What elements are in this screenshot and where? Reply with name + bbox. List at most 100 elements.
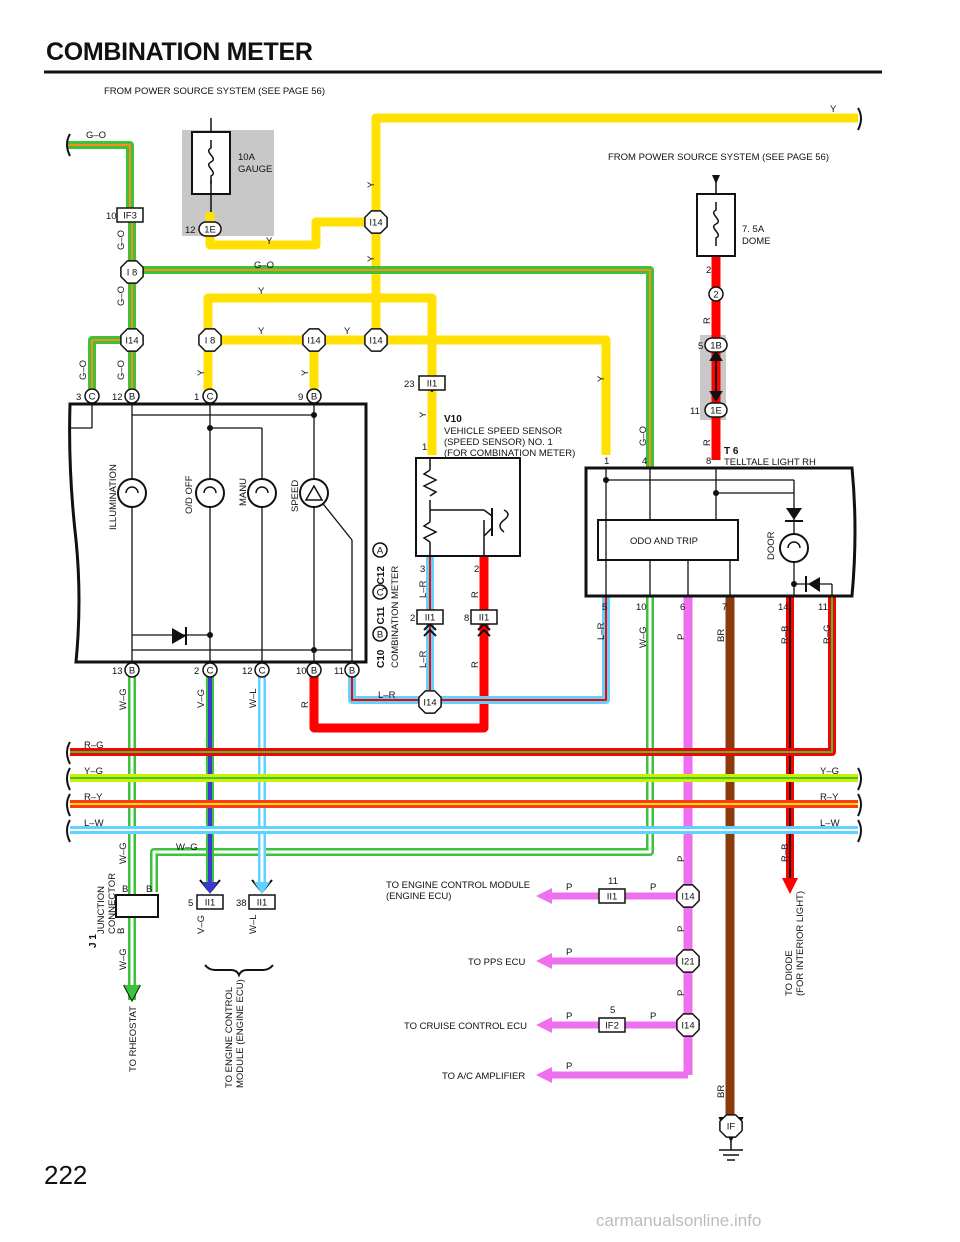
wire-color-label: Y (418, 411, 429, 418)
wire-color-label: V–G (196, 689, 207, 708)
sensor-line-1: VEHICLE SPEED SENSOR (444, 426, 562, 437)
sensor-line-3: (FOR COMBINATION METER) (444, 448, 575, 459)
wire-color-label: P (676, 634, 687, 640)
meter-connector-letter-0: B (377, 630, 383, 641)
wire-color-label: L–R (418, 580, 429, 598)
wire-color-label: W–G (638, 626, 649, 648)
connector-ii1-23-label: II1 (427, 379, 438, 390)
wire-g-o (68, 141, 654, 470)
wire-color-label: Y (258, 326, 265, 337)
connector-i14-left: I14 (120, 328, 144, 352)
dome-connector-arrows (709, 350, 723, 402)
wire-color-label: G–O (254, 260, 274, 271)
wire-color-label: W–G (118, 842, 129, 864)
wire-color-label: Y–G (820, 766, 839, 777)
pin-b-11: B (344, 662, 360, 678)
speed-sensor-body (415, 457, 521, 557)
connector-ii1-8: II1 (470, 609, 498, 625)
connector-ii1-38-label: II1 (257, 898, 268, 909)
connector-i14-lr-label: I14 (423, 698, 436, 709)
connector-i8-left: I 8 (120, 260, 144, 284)
wire-color-label: Y (366, 255, 377, 262)
odo-trip-label: ODO AND TRIP (630, 536, 698, 547)
wire-color-label: W–L (248, 688, 259, 708)
sensor-line-2: (SPEED SENSOR) NO. 1 (444, 437, 553, 448)
wire-color-label: P (566, 1011, 572, 1022)
dest-ecu-line-1: TO ENGINE CONTROL MODULE (386, 880, 530, 891)
wire-color-label: Y (344, 326, 351, 337)
pin-c-12: C (254, 662, 270, 678)
connector-if3-label: IF3 (123, 211, 137, 222)
pin-c-3: C (84, 388, 100, 404)
wire-color-label: W–G (118, 688, 129, 710)
connector-i14-right-label: I14 (369, 336, 382, 347)
wire-color-label: G–O (638, 426, 649, 446)
pin-number: 10 (106, 211, 117, 222)
pin-number: 2 (194, 666, 199, 677)
pin-number: 11 (334, 666, 344, 677)
pin-number: 5 (698, 341, 703, 352)
pin-b-12-label: B (129, 392, 135, 403)
pin-number: 1 (422, 442, 427, 453)
connector-ii1-2: II1 (416, 609, 444, 625)
wire-color-label: P (676, 926, 687, 932)
pin-number: 2 (474, 564, 479, 575)
connector-ii1-11: II1 (598, 888, 626, 904)
v-g-arrow-head (202, 882, 218, 894)
wire-color-label: Y (830, 104, 837, 115)
wire-w-g (128, 596, 654, 1000)
wire-color-label: R (470, 661, 481, 668)
pin-b-10: B (306, 662, 322, 678)
source-left-label: FROM POWER SOURCE SYSTEM (SEE PAGE 56) (104, 86, 325, 97)
wire-color-label: P (650, 1011, 656, 1022)
pin-number: 6 (680, 602, 685, 613)
dest-ecm-line-1: TO ENGINE CONTROL (224, 987, 235, 1088)
pin-b-9-label: B (311, 392, 317, 403)
connector-ii1-8-label: II1 (479, 613, 490, 624)
page-number: 222 (44, 1160, 88, 1190)
connector-ii1-5-label: II1 (205, 898, 216, 909)
pin-number: 1 (194, 392, 199, 403)
wire-color-label: L–R (418, 650, 429, 668)
wire-color-label: L–W (820, 818, 840, 829)
gauge-speed-label: SPEED (290, 480, 301, 512)
pin-number: 13 (112, 666, 123, 677)
gauge-fuse-rating: 10A (238, 152, 256, 163)
junction-id: J 1 (88, 934, 99, 948)
wire-color-label: B (116, 928, 127, 934)
dest-pps: TO PPS ECU (468, 957, 526, 968)
connector-if2-label: IF2 (605, 1021, 619, 1032)
wire-color-label: P (676, 990, 687, 996)
pin-c-3-label: C (89, 392, 96, 403)
pin-number: 11 (818, 602, 828, 613)
wire-color-label: P (650, 882, 656, 893)
connector-i21-label: I21 (681, 957, 694, 968)
wire-color-label: P (676, 856, 687, 862)
telltale-id: T 6 (724, 446, 739, 457)
pin-number: 10 (636, 602, 647, 613)
wire-color-label: P (566, 882, 572, 893)
connector-if3: IF3 (116, 207, 144, 223)
break-marks (66, 107, 862, 843)
wire-color-label: G–O (116, 360, 127, 380)
connector-i8-mid-label: I 8 (205, 336, 216, 347)
sensor-id: V10 (444, 414, 462, 425)
wire-color-label: G–O (78, 360, 89, 380)
wire-color-label: G–O (116, 286, 127, 306)
connector-ii1-2-label: II1 (425, 613, 436, 624)
wire-color-label: W–G (176, 842, 198, 853)
wire-color-label: W–G (118, 948, 129, 970)
meter-id-c12: , C12 (376, 566, 387, 590)
wire-color-label: BR (716, 1085, 727, 1098)
page-title: COMBINATION METER (46, 38, 313, 66)
dest-cruise: TO CRUISE CONTROL ECU (404, 1021, 527, 1032)
pin-number: 12 (185, 225, 196, 236)
dest-diode-line-1: TO DIODE (784, 950, 795, 996)
meter-name: COMBINATION METER (390, 566, 401, 668)
connector-i14-lr: I14 (418, 690, 442, 714)
connector-ii1-23: II1 (418, 375, 446, 391)
connector-i14-p1-label: I14 (681, 892, 694, 903)
connector-1e-gauge-label: 1E (204, 225, 216, 236)
pin-number: 14 (778, 602, 789, 613)
connector-i8-left-label: I 8 (127, 268, 138, 279)
